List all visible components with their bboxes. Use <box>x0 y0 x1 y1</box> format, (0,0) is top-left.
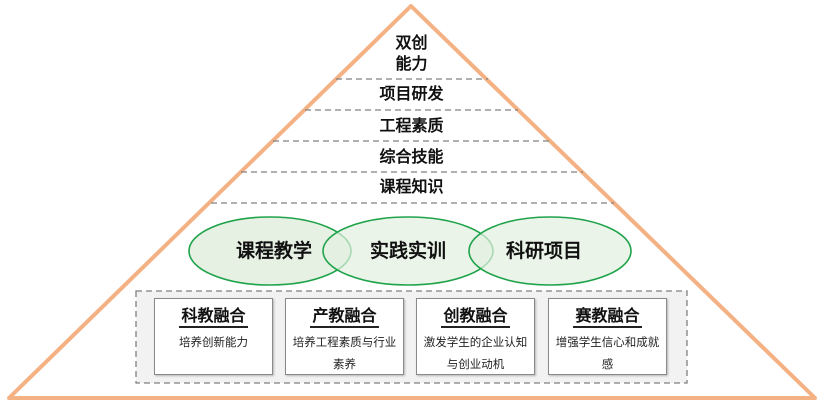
box-desc: 激发学生的企业认知与创业动机 <box>423 335 528 371</box>
circle-label-course-teaching: 课程教学 <box>235 240 312 262</box>
integration-box-inno-edu: 创教融合 激发学生的企业认知与创业动机 <box>416 298 535 375</box>
integration-box-comp-edu: 赛教融合 增强学生信心和成就感 <box>548 298 667 375</box>
layer-engineering-quality: 工程素质 <box>379 116 444 135</box>
box-desc: 培养工程素质与行业素养 <box>292 335 397 371</box>
layer-project-rd: 项目研发 <box>379 84 444 103</box>
box-desc: 培养创新能力 <box>179 335 248 349</box>
circle-label-practice-training: 实践实训 <box>369 240 446 262</box>
circle-research-project <box>468 216 632 286</box>
circle-label-research-project: 科研项目 <box>505 240 582 262</box>
box-title: 科教融合 <box>179 306 248 328</box>
box-title: 赛教融合 <box>573 306 642 328</box>
integration-box-sci-edu: 科教融合 培养创新能力 <box>154 298 273 375</box>
box-title: 产教融合 <box>310 306 379 328</box>
layer-double-innovation-line2: 能力 <box>395 54 428 73</box>
box-desc: 增强学生信心和成就感 <box>555 335 660 371</box>
layer-double-innovation-line1: 双创 <box>395 33 428 52</box>
layer-course-knowledge: 课程知识 <box>379 177 444 196</box>
layer-comprehensive-skills: 综合技能 <box>379 147 444 166</box>
box-title: 创教融合 <box>441 306 510 328</box>
integration-box-ind-edu: 产教融合 培养工程素质与行业素养 <box>285 298 404 375</box>
